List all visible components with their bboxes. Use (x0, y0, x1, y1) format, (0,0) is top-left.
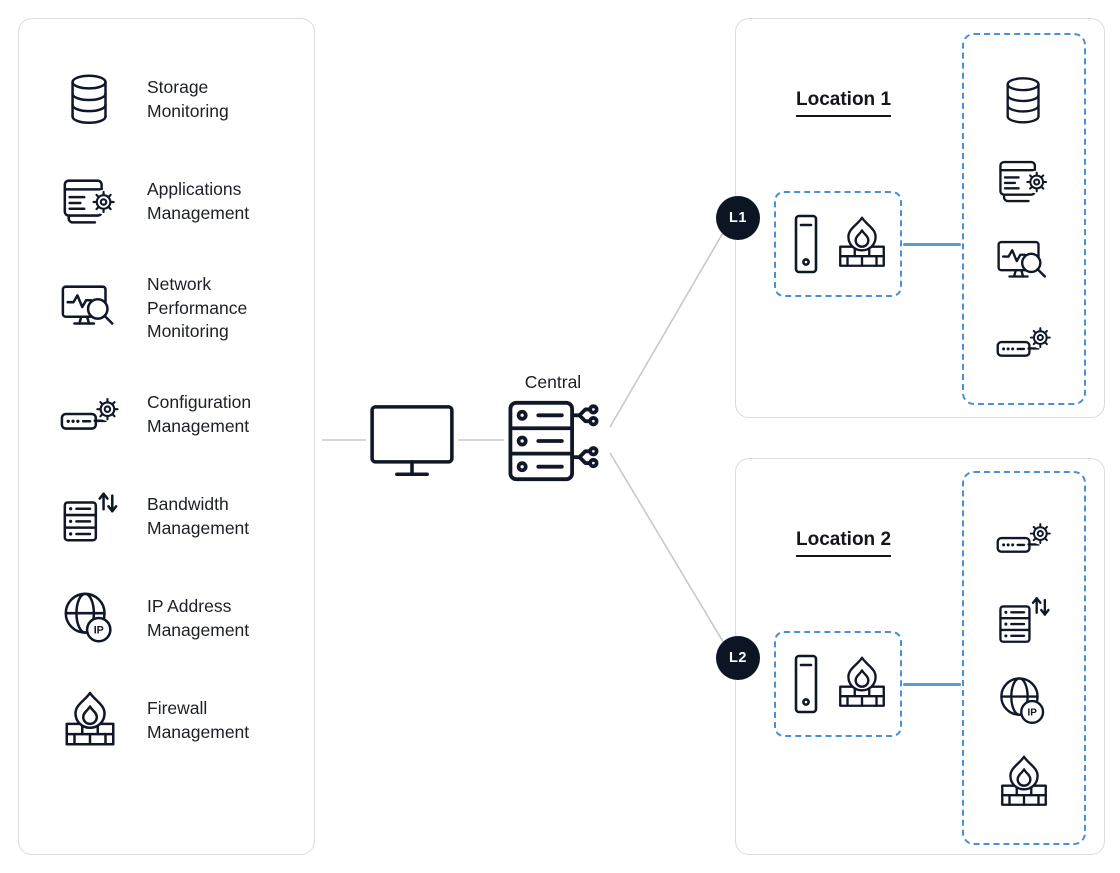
legend-item-ip-address: IP IP Address Management (59, 588, 294, 650)
legend-item-label: Firewall Management (147, 698, 250, 742)
network-performance-icon (995, 233, 1053, 291)
firewall-icon (833, 655, 891, 713)
configuration-icon (995, 510, 1053, 568)
legend-item-label: Applications Management (147, 179, 250, 223)
ip-address-icon: IP (995, 673, 1053, 731)
legend-item-label: Configuration Management (147, 392, 252, 436)
central-to-l2-line (609, 452, 732, 656)
location-2-badge: L2 (716, 636, 760, 680)
legend-item-label: Network Performance Monitoring (147, 274, 248, 342)
configuration-icon (59, 384, 121, 446)
central-to-l1-line (609, 218, 732, 428)
firewall-icon (59, 690, 121, 752)
ip-badge-text: IP (1027, 707, 1037, 718)
legend-item-configuration: Configuration Management (59, 384, 294, 446)
client-monitor-icon (368, 402, 456, 486)
legend-item-network-performance: Network Performance Monitoring (59, 273, 294, 344)
applications-icon (995, 153, 1053, 211)
storage-icon (995, 72, 1053, 130)
location-1-badge: L1 (716, 196, 760, 240)
configuration-icon (995, 314, 1053, 372)
location-1-title: Location 1 (796, 89, 892, 117)
storage-icon (59, 69, 121, 131)
gateway-to-services-link (903, 683, 961, 686)
tower-server-icon (786, 647, 826, 721)
network-performance-icon (59, 277, 121, 339)
applications-icon (59, 171, 121, 233)
central-server-icon (506, 396, 600, 486)
bandwidth-icon (995, 591, 1053, 649)
location-1-gateway-group (774, 191, 902, 297)
tower-server-icon (786, 207, 826, 281)
gateway-to-services-link (903, 243, 961, 246)
legend-item-label: Storage Monitoring (147, 77, 229, 121)
legend-item-label: IP Address Management (147, 596, 250, 640)
central-label: Central (524, 372, 582, 392)
firewall-icon (833, 215, 891, 273)
legend-item-firewall: Firewall Management (59, 690, 294, 752)
location-1-panel: Location 1 L1 (716, 18, 1105, 418)
ip-address-icon: IP (59, 588, 121, 650)
legend-item-bandwidth: Bandwidth Management (59, 486, 294, 548)
firewall-icon (995, 754, 1053, 812)
location-2-gateway-group (774, 631, 902, 737)
legend-item-applications: Applications Management (59, 171, 294, 233)
location-2-services-group: IP (962, 471, 1086, 845)
location-2-title: Location 2 (796, 529, 892, 557)
location-2-panel: Location 2 L2 IP (716, 458, 1105, 855)
bandwidth-icon (59, 486, 121, 548)
legend-item-storage: Storage Monitoring (59, 69, 294, 131)
ip-badge-text: IP (94, 624, 104, 636)
location-1-services-group (962, 33, 1086, 405)
legend-item-label: Bandwidth Management (147, 494, 250, 538)
legend-panel: Storage Monitoring Applications Manageme… (18, 18, 315, 855)
